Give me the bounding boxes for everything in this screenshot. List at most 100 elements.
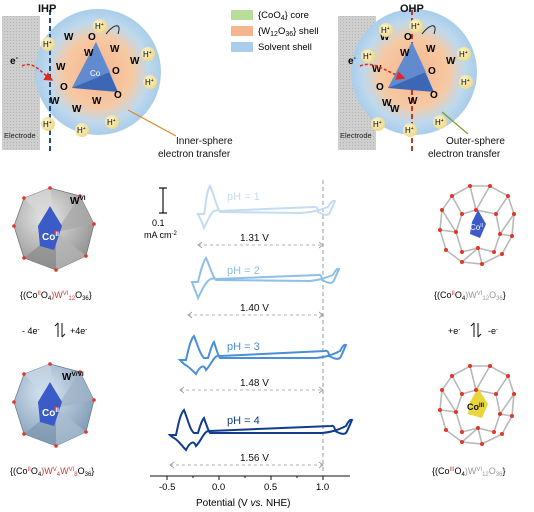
- svg-text:-e-: -e-: [488, 326, 498, 336]
- svg-text:H+: H+: [461, 78, 470, 87]
- ph1-gap: 1.31 V: [240, 233, 269, 244]
- w-atom: W: [110, 44, 120, 55]
- ph2-label: pH = 2: [227, 265, 260, 277]
- w-atom: W: [382, 98, 392, 109]
- ohp-panel: Electrode OHP O O O O W W W W W W W W H+…: [338, 3, 505, 160]
- svg-text:H+: H+: [405, 126, 414, 135]
- co-center-left: Co: [90, 69, 101, 78]
- w-atom: W: [426, 44, 436, 55]
- w-atom: W: [84, 48, 94, 59]
- scale-bar: 0.1 mA cm-2: [144, 187, 178, 240]
- tick-label: 0.5: [264, 482, 277, 493]
- formula-left-bottom: {(CoIIO4)WV4WVI8O36}: [10, 466, 94, 478]
- cv-curve-ph4: pH = 4 1.56 V: [167, 408, 354, 469]
- cv-curve-ph1: pH = 1 1.31 V: [196, 184, 337, 249]
- legend-swatch-core: [231, 10, 253, 20]
- tick-label: 1.0: [316, 482, 329, 493]
- cluster-left-top: WVI CoII: [12, 186, 96, 272]
- svg-text:H+: H+: [107, 118, 116, 127]
- reaction-right: +e- -e-: [448, 322, 498, 338]
- svg-text:H+: H+: [381, 26, 390, 35]
- ohp-label: OHP: [400, 3, 424, 15]
- ph1-label: pH = 1: [227, 191, 260, 203]
- svg-text:H+: H+: [95, 22, 104, 31]
- w-atom: W: [390, 104, 400, 115]
- o-atom: O: [428, 66, 436, 77]
- tick-label: -0.5: [159, 482, 175, 493]
- scale-bar-unit: mA cm-2: [144, 230, 178, 240]
- oxygen-atoms: [438, 184, 516, 266]
- legend-solvent-label: Solvent shell: [258, 42, 312, 53]
- inner-sphere-label-2: electron transfer: [158, 149, 231, 160]
- legend-shell-label: {W12O36} shell: [258, 26, 318, 38]
- cluster-right-top: CoII: [438, 184, 516, 266]
- ihp-label: IHP: [38, 3, 56, 15]
- oxygen-atoms: [12, 362, 96, 448]
- cluster-left-bottom: WV/VI CoII: [12, 362, 96, 448]
- co3-label: CoIII: [467, 402, 484, 412]
- legend-core-label: {CoO4} core: [258, 10, 309, 22]
- svg-text:H+: H+: [411, 22, 420, 31]
- electrode-left-label: Electrode: [4, 131, 36, 140]
- equilibrium-arrows-left: [54, 322, 66, 338]
- svg-text:H+: H+: [373, 120, 382, 129]
- svg-text:H+: H+: [143, 50, 152, 59]
- o-atom: O: [112, 66, 120, 77]
- legend-swatch-solvent: [231, 42, 253, 52]
- oxygen-atoms: [12, 186, 96, 272]
- electrode-left: [2, 16, 40, 150]
- equilibrium-arrows-right: [470, 322, 482, 338]
- w-atom: W: [408, 96, 418, 107]
- o-atom: O: [404, 32, 412, 43]
- ph2-gap: 1.40 V: [240, 303, 269, 314]
- ihp-panel: Electrode IHP Co O O O O W W W W W W W W…: [2, 3, 233, 160]
- x-axis-ticks: [166, 476, 324, 480]
- svg-text:- 4e-: - 4e-: [22, 326, 40, 336]
- wvvi-label: WV/VI: [62, 371, 84, 383]
- ph3-label: pH = 3: [227, 341, 260, 353]
- o-atom: O: [60, 82, 68, 93]
- cluster-right-bottom: CoIII: [438, 364, 516, 446]
- co2-label-right: CoII: [470, 223, 483, 232]
- electron-right: e-: [348, 55, 357, 67]
- x-axis-label: Potential (V vs. NHE): [196, 498, 291, 509]
- w-atom: W: [72, 104, 82, 115]
- electron-arrow-left: [21, 63, 54, 81]
- cv-chart: 0.1 mA cm-2 pH = 1 1.31 V pH = 2 1.40 V …: [144, 180, 354, 509]
- o-atom: O: [376, 82, 384, 93]
- h-plus-ions-left: H+ H+ H+ H+ H+ H+ H+: [41, 19, 157, 137]
- tick-label: 0.0: [212, 482, 225, 493]
- h-plus-ions-right: H+ H+ H+ H+ H+ H+ H+ H+: [361, 19, 473, 137]
- svg-text:H+: H+: [459, 50, 468, 59]
- cv-curve-ph3: pH = 3 1.48 V: [177, 334, 348, 394]
- w-atom: W: [92, 96, 102, 107]
- svg-text:H+: H+: [145, 78, 154, 87]
- electrode-right-label: Electrode: [340, 131, 372, 140]
- formula-left-top: {(CoIIO4)WVI12O36}: [20, 290, 92, 302]
- cv-curve-ph2: pH = 2 1.40 V: [187, 256, 341, 319]
- reaction-left: - 4e- +4e-: [22, 322, 87, 338]
- electron-left: e-: [10, 55, 19, 67]
- electron-arrow-right: [359, 63, 406, 80]
- wvi-label: WVI: [70, 195, 86, 207]
- svg-text:H+: H+: [77, 126, 86, 135]
- formula-right-bottom: {(CoIIIO4)WVI12O36}: [432, 466, 505, 478]
- w-atom: W: [446, 56, 456, 67]
- ph4-gap: 1.56 V: [240, 453, 269, 464]
- scale-bar-value: 0.1: [152, 218, 165, 228]
- svg-text:+4e-: +4e-: [70, 326, 87, 336]
- co2-label: CoII: [42, 231, 59, 243]
- outer-sphere-label-2: electron transfer: [428, 149, 501, 160]
- svg-text:+e-: +e-: [448, 326, 460, 336]
- w-atom: W: [64, 32, 74, 43]
- w-atom: W: [56, 62, 66, 73]
- svg-text:H+: H+: [43, 120, 52, 129]
- o-atom: O: [114, 90, 122, 101]
- svg-text:H+: H+: [435, 118, 444, 127]
- svg-text:H+: H+: [363, 52, 372, 61]
- ph3-gap: 1.48 V: [240, 378, 269, 389]
- w-atom: W: [400, 48, 410, 59]
- inner-sphere-label-1: Inner-sphere: [176, 136, 233, 147]
- w-atom: W: [50, 96, 60, 107]
